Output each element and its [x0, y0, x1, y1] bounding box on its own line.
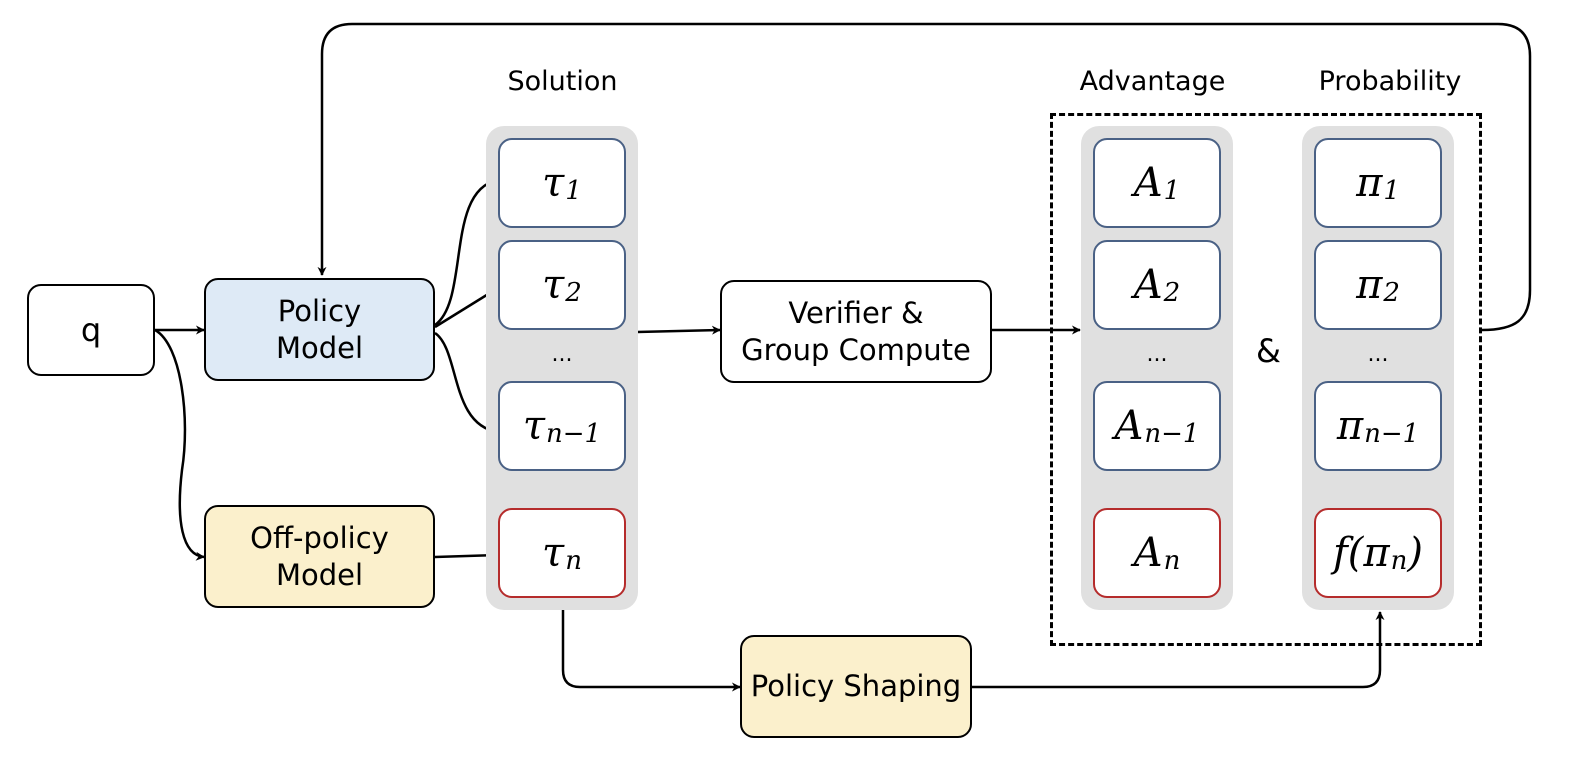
advantage-probability-region — [1050, 113, 1482, 646]
solution-header: Solution — [507, 66, 618, 97]
function-suffix: ) — [1407, 530, 1424, 576]
pi-subscript: 1 — [1383, 176, 1400, 206]
probability-header: Probability — [1318, 66, 1462, 97]
loop-probability-to-policy — [317, 22, 1532, 332]
solution-ellipsis: ... — [551, 342, 573, 367]
advantage-subscript: 1 — [1163, 176, 1181, 206]
tau-subscript: 1 — [565, 176, 582, 206]
tau-symbol: τ — [542, 530, 565, 576]
pi-symbol: π — [1356, 262, 1383, 308]
pi-symbol: π — [1336, 403, 1364, 449]
tau-symbol: τ — [542, 160, 565, 206]
tau-symbol: τ — [522, 403, 546, 449]
pi-symbol: π — [1356, 160, 1383, 206]
off-policy-model-node: Off-policy Model — [204, 505, 435, 608]
pi-subscript: 2 — [1383, 278, 1400, 308]
advantage-symbol: A — [1133, 262, 1163, 308]
verifier-node: Verifier & Group Compute — [720, 280, 992, 383]
advantage-symbol: A — [1114, 403, 1144, 449]
function-prefix: f( — [1332, 530, 1364, 576]
policy-shaping-node: Policy Shaping — [740, 635, 972, 738]
advantage-subscript: 2 — [1163, 278, 1181, 308]
pi-subscript: n — [1390, 546, 1408, 576]
pi-symbol: π — [1363, 530, 1390, 576]
probability-ellipsis: ... — [1367, 342, 1389, 367]
arrow-taun-to-shaping — [561, 608, 741, 692]
advantage-ellipsis: ... — [1146, 342, 1168, 367]
arrow-solution-to-verifier — [636, 325, 721, 335]
tau-subscript: n−1 — [546, 419, 602, 449]
advantage-subscript: n — [1163, 546, 1181, 576]
policy-model-node: Policy Model — [204, 278, 435, 381]
arrow-shaping-to-fpin — [972, 611, 1385, 689]
pi-subscript: n−1 — [1364, 419, 1420, 449]
arrow-q-to-offpolicy — [154, 328, 205, 561]
query-node: q — [27, 284, 155, 376]
advantage-symbol: A — [1133, 160, 1163, 206]
tau-subscript: 2 — [565, 278, 582, 308]
tau-symbol: τ — [542, 262, 565, 308]
advantage-header: Advantage — [1079, 66, 1226, 97]
advantage-symbol: A — [1133, 530, 1163, 576]
tau-subscript: n — [565, 546, 582, 576]
ampersand-label: & — [1256, 332, 1281, 370]
arrow-policy-to-taun1 — [434, 331, 499, 436]
arrow-policy-to-tau1 — [434, 177, 499, 327]
advantage-subscript: n−1 — [1144, 419, 1200, 449]
